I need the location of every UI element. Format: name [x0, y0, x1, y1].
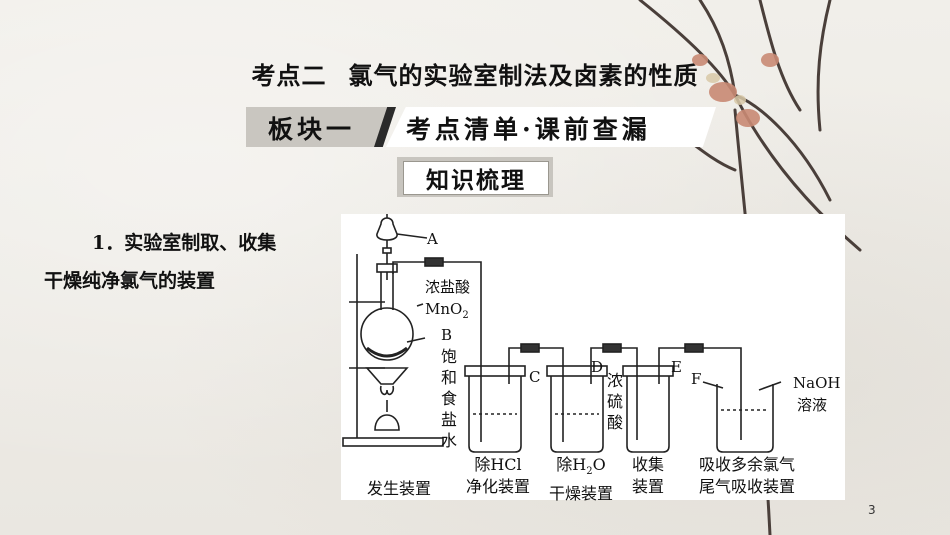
caption-tail-gas: 吸收多余氯气 尾气吸收装置 [698, 455, 795, 496]
caption-h2o-removal: 除H2O 干燥装置 [548, 455, 613, 504]
item-line-2: 干燥纯净氯气的装置 [44, 270, 216, 292]
wash-bottle-d [550, 373, 604, 453]
banner-right-plate [386, 107, 716, 147]
label-conc-sulfuric: 浓硫酸 [607, 371, 624, 432]
label-b: B [441, 326, 453, 344]
bottle-c-stopper [464, 365, 526, 377]
bottle-e-stopper [622, 365, 674, 377]
page-title: 考点二氯气的实验室制法及卤素的性质 [0, 56, 950, 91]
label-c: C [529, 368, 541, 386]
funnel-body [376, 217, 398, 241]
label-a: A [427, 230, 438, 248]
title-point: 考点二 [251, 61, 327, 90]
page-number: 3 [868, 503, 876, 517]
wire-gauze [365, 367, 409, 385]
label-e: E [671, 358, 682, 376]
caption-hcl-removal: 除HCl 净化装置 [465, 455, 530, 496]
label-solution: 溶液 [797, 396, 828, 414]
round-bottom-flask [360, 307, 414, 361]
label-saturated-brine: 饱和食盐水 [441, 347, 458, 450]
wash-bottle-c [468, 373, 522, 453]
collecting-bottle-e [626, 373, 670, 453]
banner-block-label: 板块一 [268, 115, 356, 144]
label-mno2: MnO2 [425, 300, 469, 321]
flame [379, 385, 395, 396]
banner-block-title: 考点清单·课前查漏 [406, 115, 651, 144]
label-hcl: 浓盐酸 [425, 278, 471, 296]
tube-connector-1 [424, 257, 444, 267]
apparatus-drawing [342, 214, 782, 453]
stand-base [342, 437, 444, 447]
section-subheading: 知识梳理 [403, 161, 549, 195]
item-description: 1．实验室制取、收集 干燥纯净氯气的装置 [44, 224, 344, 300]
title-topic: 氯气的实验室制法及卤素的性质 [348, 61, 699, 90]
bottle-d-stopper [546, 365, 608, 377]
absorption-beaker [716, 384, 774, 453]
alcohol-lamp [374, 414, 400, 431]
label-naoh: NaOH [793, 374, 841, 392]
item-line-1: 1．实验室制取、收集 [92, 232, 277, 254]
mno2-layer [366, 346, 408, 358]
caption-collection: 收集 装置 [631, 455, 664, 496]
apparatus-diagram: A 浓盐酸 MnO2 B 饱和食盐水 C D 浓硫酸 E F NaOH 溶液 发… [341, 214, 845, 503]
flask-stopper [376, 263, 398, 273]
banner-left-plate [246, 107, 396, 147]
label-d: D [591, 358, 604, 376]
label-f: F [691, 370, 702, 388]
section-subheading-frame: 知识梳理 [397, 157, 553, 197]
section-banner: 板块一 考点清单·课前查漏 [246, 107, 716, 147]
caption-generator: 发生装置 [366, 479, 431, 498]
